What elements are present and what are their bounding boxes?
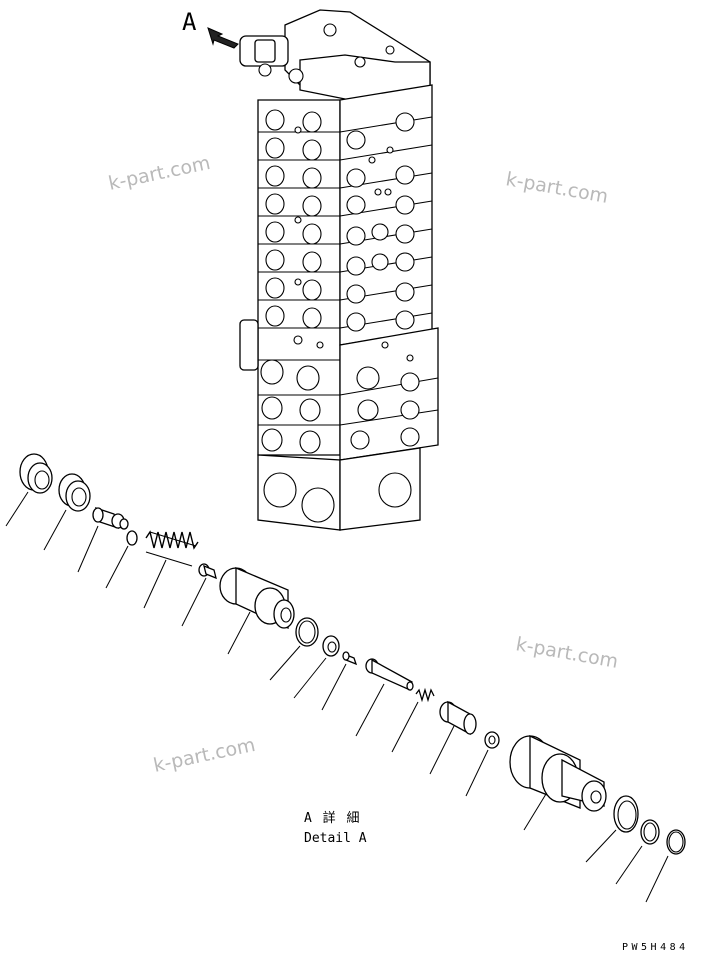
part-plug (92, 506, 129, 530)
part-valve-sleeve (219, 567, 295, 630)
detail-title-en: Detail A (304, 831, 367, 846)
watermark-4: k-part.com (151, 734, 257, 777)
part-small-spring (415, 687, 435, 703)
view-label-a: A (182, 8, 197, 36)
part-pin (342, 651, 358, 666)
part-spool (439, 700, 477, 736)
part-small-washer (484, 731, 500, 749)
part-rod (365, 658, 414, 691)
watermark-1: k-part.com (106, 152, 212, 195)
part-spring (145, 530, 199, 567)
watermark-3: k-part.com (514, 633, 620, 673)
part-valve-cartridge (509, 734, 607, 812)
exploded-parts (5, 453, 686, 903)
part-washer (322, 635, 340, 657)
drawing-code: PW5H484 (622, 942, 689, 953)
part-ring-nut (58, 473, 91, 512)
detail-title-jp: A 詳 細 (304, 810, 361, 826)
leader-lines (5, 491, 669, 903)
control-valve-assembly (239, 9, 439, 531)
part-poppet (198, 563, 217, 580)
watermark-2: k-part.com (504, 168, 610, 208)
view-arrow-icon (207, 27, 239, 49)
part-cap-nut (19, 453, 53, 494)
part-o-ring-small (126, 530, 138, 546)
